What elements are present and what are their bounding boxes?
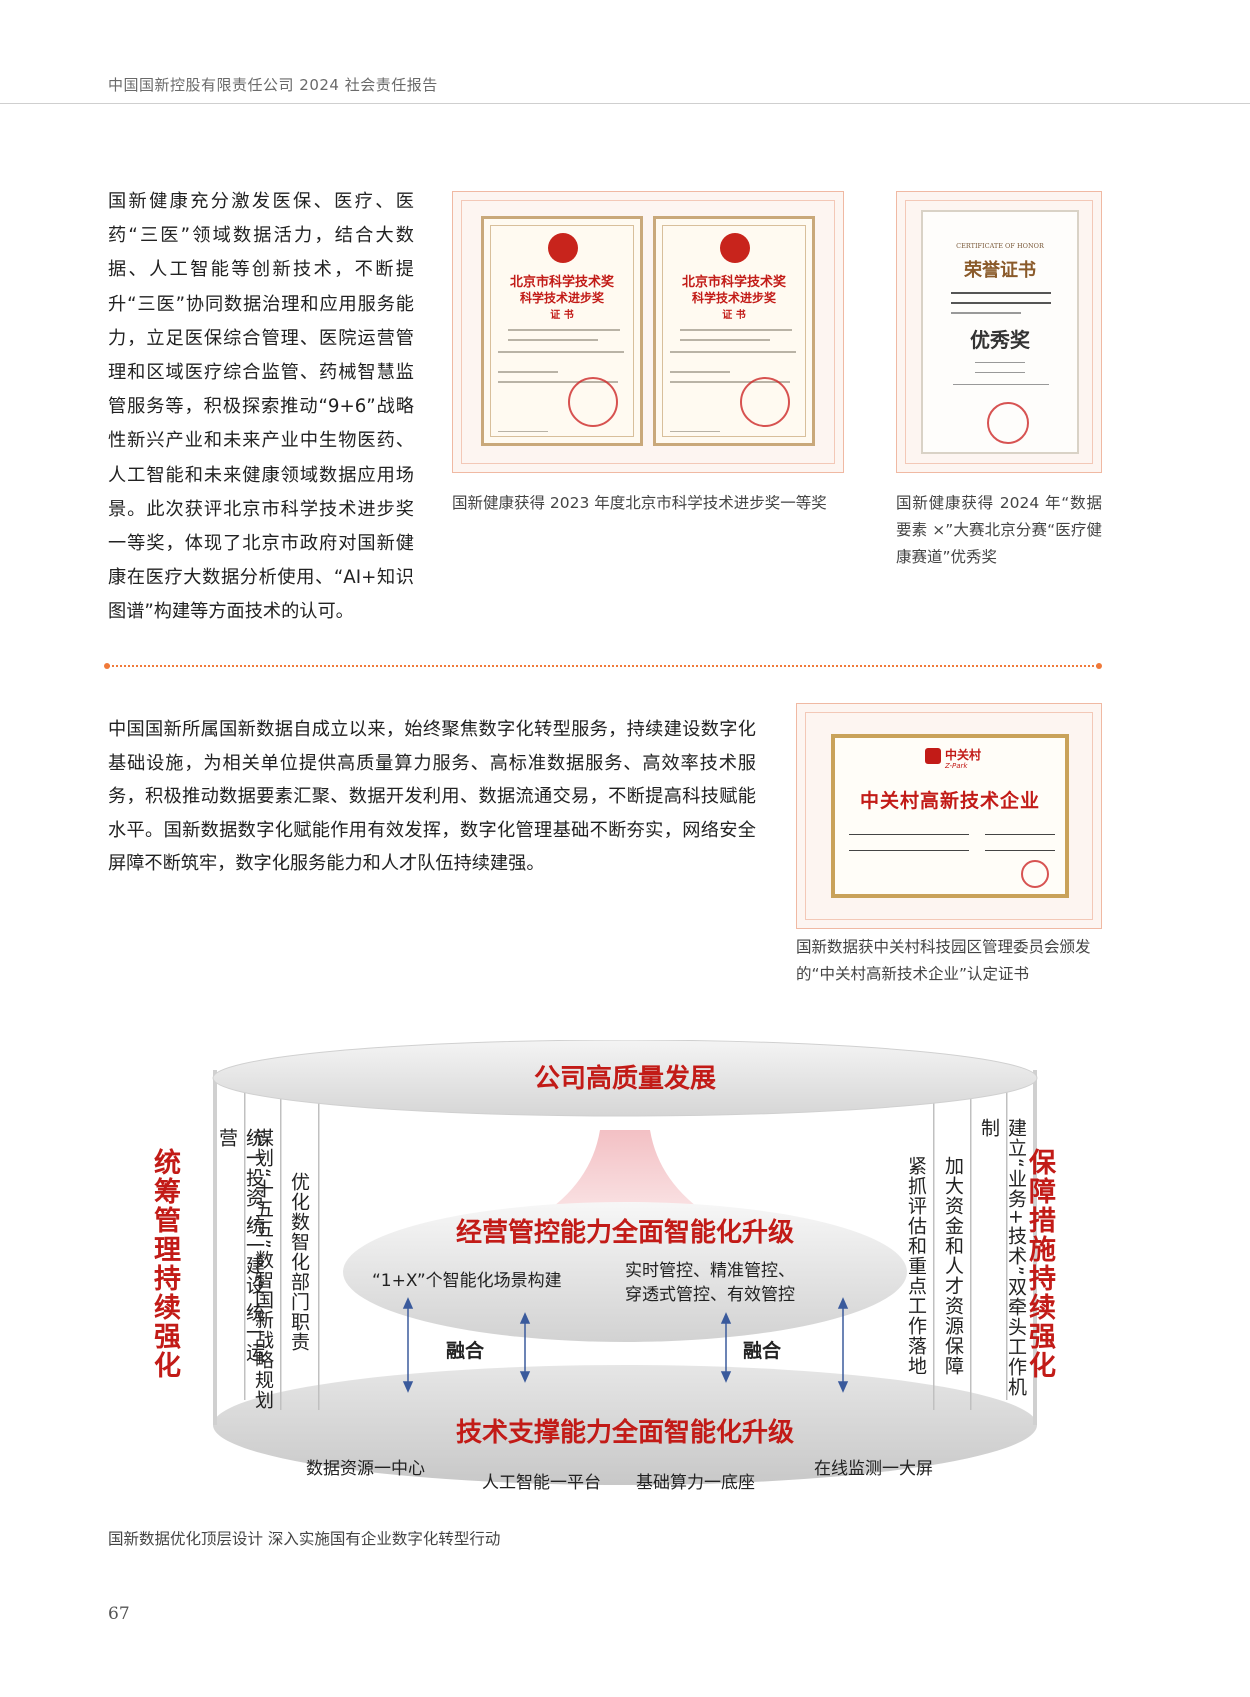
report-header-title: 中国国新控股有限责任公司 2024 社会责任报告 [108,76,438,94]
official-seal-icon [1021,860,1049,888]
left-col-3: 优化数智化部门职责 [288,1172,310,1352]
diagram-top-title: 公司高质量发展 [533,1064,716,1094]
diagram-middle-title: 经营管控能力全面智能化升级 [455,1218,794,1248]
right-col-3: 建立“业务+技术”双牵头工作机制 [978,1118,1027,1397]
right-col-2: 加大资金和人才资源保障 [942,1156,964,1376]
section-divider [108,665,1098,667]
zgc-logo-text: 中关村 [945,748,982,762]
zgc-cert-title: 中关村高新技术企业 [859,790,1040,812]
zgc-cert-frame: 中关村 Z-Park 中关村高新技术企业 [796,703,1102,929]
cert-pair-frame: 北京市科学技术奖 科学技术进步奖 证 书 北京市科学技术奖 科学技术进步奖 证 … [452,191,844,473]
zgc-cert-caption: 国新数据获中关村科技园区管理委员会颁发的“中关村高新技术企业”认定证书 [796,938,1091,983]
official-seal-icon [740,377,790,427]
diagram-bottom-item-3: 基础算力一底座 [636,1473,755,1493]
honor-cert-frame: CERTIFICATE OF HONOR 荣誉证书 优秀奖 [896,191,1102,473]
diagram-middle-right-2: 穿透式管控、有效管控 [625,1285,795,1305]
honor-cert-award: 优秀奖 [970,328,1030,352]
section1-paragraph: 国新健康充分激发医保、医疗、医药“三医”领域数据活力，结合大数据、人工智能等创新… [108,191,414,623]
diagram-bottom-title: 技术支撑能力全面智能化升级 [455,1418,794,1448]
official-seal-icon [568,377,618,427]
left-col-2: 谋划“十五五”数智国新战略规划 [252,1128,274,1410]
diagram-middle-left: “1+X”个智能化场景构建 [372,1271,562,1291]
national-emblem-icon [720,233,750,263]
zgc-logo-sub: Z-Park [945,762,968,770]
honor-certificate: CERTIFICATE OF HONOR 荣誉证书 优秀奖 [921,210,1079,454]
honor-cert-caption: 国新健康获得 2024 年“数据要素 ×”大赛北京分赛“医疗健康赛道”优秀奖 [896,494,1102,566]
cert-pair-caption: 国新健康获得 2023 年度北京市科学技术进步奖一等奖 [452,494,827,512]
diagram-graphics [212,1040,1038,1485]
official-seal-icon [987,402,1029,444]
left-red-side-title: 统筹管理持续强化 [149,1148,180,1380]
science-award-certificate-1: 北京市科学技术奖 科学技术进步奖 证 书 [481,216,643,446]
honor-cert-en-title: CERTIFICATE OF HONOR [956,242,1044,250]
right-col-1: 紧抓评估和重点工作落地 [905,1156,927,1376]
diagram-fusion-right: 融合 [743,1340,782,1362]
diagram-fusion-left: 融合 [446,1340,485,1362]
diagram-bottom-item-2: 人工智能一平台 [482,1473,601,1493]
digital-transformation-diagram: 公司高质量发展 经营管控能力全面智能化升级 “1+X”个智能化场景构建 实时管控… [200,1040,1050,1500]
diagram-caption: 国新数据优化顶层设计 深入实施国有企业数字化转型行动 [108,1530,501,1548]
science-award-certificate-2: 北京市科学技术奖 科学技术进步奖 证 书 [653,216,815,446]
divider-dot-left [104,663,110,669]
diagram-bottom-item-4: 在线监测一大屏 [814,1459,933,1479]
national-emblem-icon [548,233,578,263]
zgc-certificate: 中关村 Z-Park 中关村高新技术企业 [831,734,1069,898]
diagram-middle-right-1: 实时管控、精准管控、 [625,1261,795,1281]
section2-paragraph: 中国国新所属国新数据自成立以来，始终聚焦数字化转型服务，持续建设数字化基础设施，… [108,719,756,874]
right-red-side-title: 保障措施持续强化 [1024,1148,1055,1380]
zgc-logo-icon [925,748,941,764]
diagram-bottom-item-1: 数据资源一中心 [306,1459,425,1479]
honor-cert-title: 荣誉证书 [964,260,1036,281]
header-divider [0,103,1250,104]
page-number: 67 [108,1604,130,1624]
divider-dot-right [1096,663,1102,669]
left-col-1: 统一投资 统一建设 统一运营 [216,1128,265,1363]
